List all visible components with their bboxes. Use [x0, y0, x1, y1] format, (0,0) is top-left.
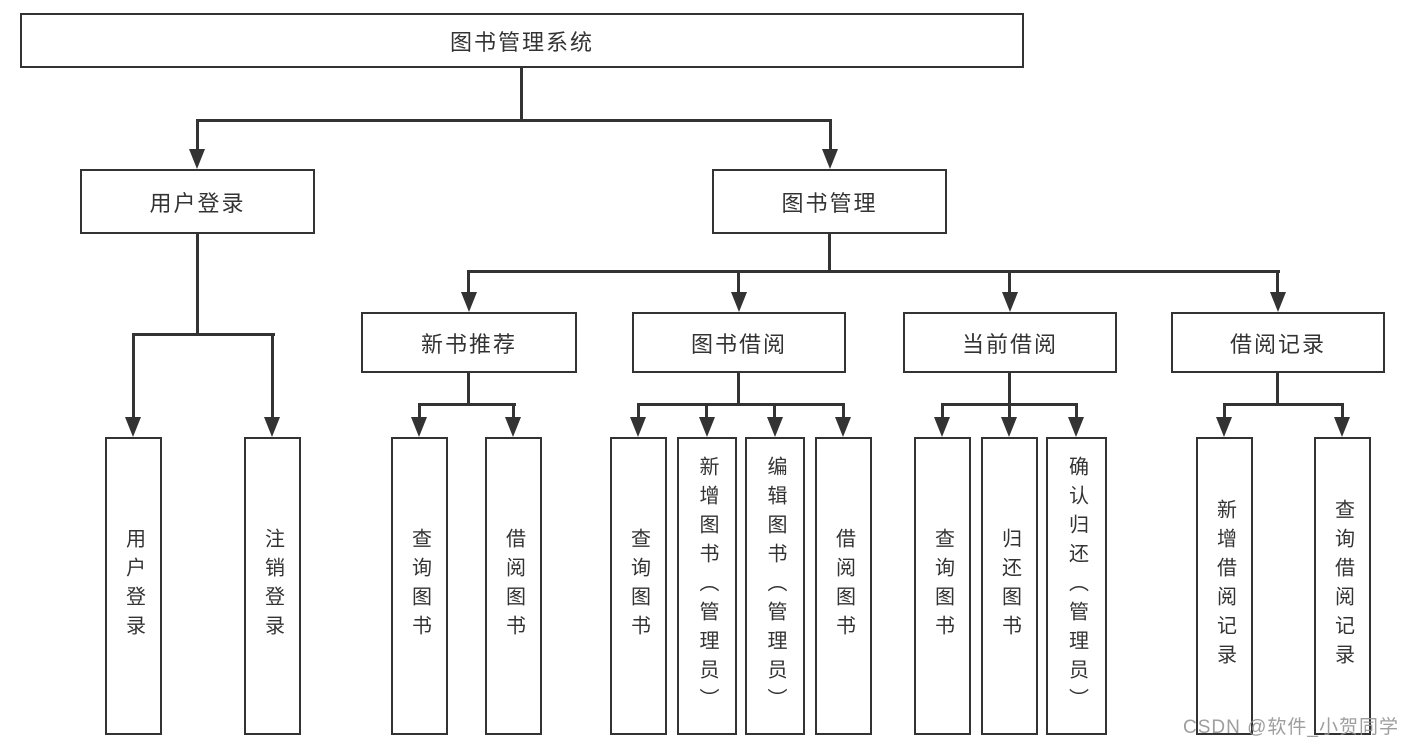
connector-drop-records [1276, 272, 1279, 294]
node-book-borrowing: 图书借阅 [632, 312, 846, 373]
node-new-book-recommendation: 新书推荐 [361, 312, 577, 373]
connector-drop-leaf [1223, 405, 1226, 419]
arrow-down-icon [1216, 417, 1232, 437]
arrow-down-icon [1334, 417, 1350, 437]
node-label: 图书管理 [781, 190, 878, 216]
arrow-down-icon [1001, 417, 1017, 437]
watermark-text: CSDN @软件_小贺同学 [1183, 717, 1399, 738]
connector-root-stem [520, 68, 523, 121]
leaf-label: 新增借阅记录 [1213, 499, 1236, 673]
node-label: 新书推荐 [420, 331, 517, 357]
arrow-down-icon [1002, 292, 1018, 312]
node-book-management: 图书管理 [712, 169, 947, 234]
node-label: 图书借阅 [690, 331, 787, 357]
connector-drop-current [1008, 272, 1011, 294]
connector-borrow-rail [637, 403, 845, 406]
leaf-borrow-books-recommend: 借阅图书 [485, 437, 542, 735]
leaf-label: 编辑图书（管理员） [764, 455, 786, 717]
arrow-down-icon [699, 417, 715, 437]
connector-drop-recommend [467, 272, 470, 294]
leaf-label: 新增图书（管理员） [696, 455, 718, 717]
node-current-borrowing: 当前借阅 [903, 312, 1117, 373]
arrow-down-icon [264, 417, 280, 437]
connector-drop-leaf [773, 405, 776, 419]
leaf-label: 借阅图书 [502, 528, 525, 644]
connector-drop-leaf [637, 405, 640, 419]
leaf-label: 确认归还（管理员） [1065, 455, 1088, 717]
connector-drop-leaf [512, 405, 515, 419]
node-user-login: 用户登录 [80, 169, 315, 234]
leaf-label: 查询图书 [627, 528, 650, 644]
arrow-down-icon [411, 417, 427, 437]
connector-current-stem [1008, 373, 1011, 405]
connector-current-rail [941, 403, 1078, 406]
leaf-label: 查询图书 [931, 528, 954, 644]
connector-drop-leaf [1075, 405, 1078, 419]
node-label: 用户登录 [149, 190, 246, 216]
leaf-logout: 注销登录 [244, 437, 301, 735]
connector-drop-leaf [705, 405, 708, 419]
arrow-down-icon [461, 292, 477, 312]
leaf-query-borrow-record: 查询借阅记录 [1314, 437, 1371, 735]
connector-level3-rail [467, 270, 1280, 273]
connector-records-rail [1223, 403, 1344, 406]
connector-drop-borrow [737, 272, 740, 294]
leaf-label: 归还图书 [998, 528, 1021, 644]
connector-drop-leaf [842, 405, 845, 419]
leaf-return-books: 归还图书 [981, 437, 1038, 735]
connector-management-stem [828, 234, 831, 272]
leaf-query-books-recommend: 查询图书 [391, 437, 448, 735]
connector-recommend-stem [467, 373, 470, 405]
connector-level2-rail [196, 119, 832, 122]
arrow-down-icon [767, 417, 783, 437]
arrow-down-icon [731, 292, 747, 312]
leaf-label: 借阅图书 [832, 528, 855, 644]
leaf-label: 注销登录 [261, 528, 284, 644]
leaf-add-books-admin: 新增图书（管理员） [677, 437, 737, 735]
arrow-down-icon [835, 417, 851, 437]
leaf-add-borrow-record: 新增借阅记录 [1196, 437, 1253, 735]
connector-drop-leaf [418, 405, 421, 419]
arrow-down-icon [630, 417, 646, 437]
arrow-down-icon [934, 417, 950, 437]
arrow-down-icon [125, 417, 141, 437]
connector-login-rail [132, 333, 275, 336]
connector-drop-leaf [132, 335, 135, 419]
leaf-confirm-return-admin: 确认归还（管理员） [1046, 437, 1107, 735]
leaf-user-login: 用户登录 [105, 437, 162, 735]
connector-recommend-rail [418, 403, 516, 406]
arrow-down-icon [189, 149, 205, 169]
arrow-down-icon [505, 417, 521, 437]
leaf-label: 查询借阅记录 [1331, 499, 1354, 673]
leaf-edit-books-admin: 编辑图书（管理员） [745, 437, 805, 735]
arrow-down-icon [822, 149, 838, 169]
connector-drop-leaf [1341, 405, 1344, 419]
connector-drop-leaf [1008, 405, 1011, 419]
connector-drop-user-login [196, 121, 199, 151]
arrow-down-icon [1068, 417, 1084, 437]
connector-drop-book-management [829, 121, 832, 151]
leaf-label: 用户登录 [122, 528, 145, 644]
node-label: 借阅记录 [1229, 331, 1326, 357]
connector-records-stem [1276, 373, 1279, 405]
leaf-query-books-current: 查询图书 [914, 437, 971, 735]
node-borrowing-records: 借阅记录 [1171, 312, 1385, 373]
node-library-management-system: 图书管理系统 [20, 13, 1024, 68]
connector-borrow-stem [737, 373, 740, 405]
connector-drop-leaf [941, 405, 944, 419]
arrow-down-icon [1270, 292, 1286, 312]
node-label: 当前借阅 [961, 331, 1058, 357]
node-label: 图书管理系统 [449, 29, 594, 55]
leaf-borrow-books: 借阅图书 [815, 437, 872, 735]
leaf-query-books-borrow: 查询图书 [610, 437, 667, 735]
connector-drop-leaf [271, 335, 274, 419]
leaf-label: 查询图书 [408, 528, 431, 644]
connector-login-stem [196, 234, 199, 335]
